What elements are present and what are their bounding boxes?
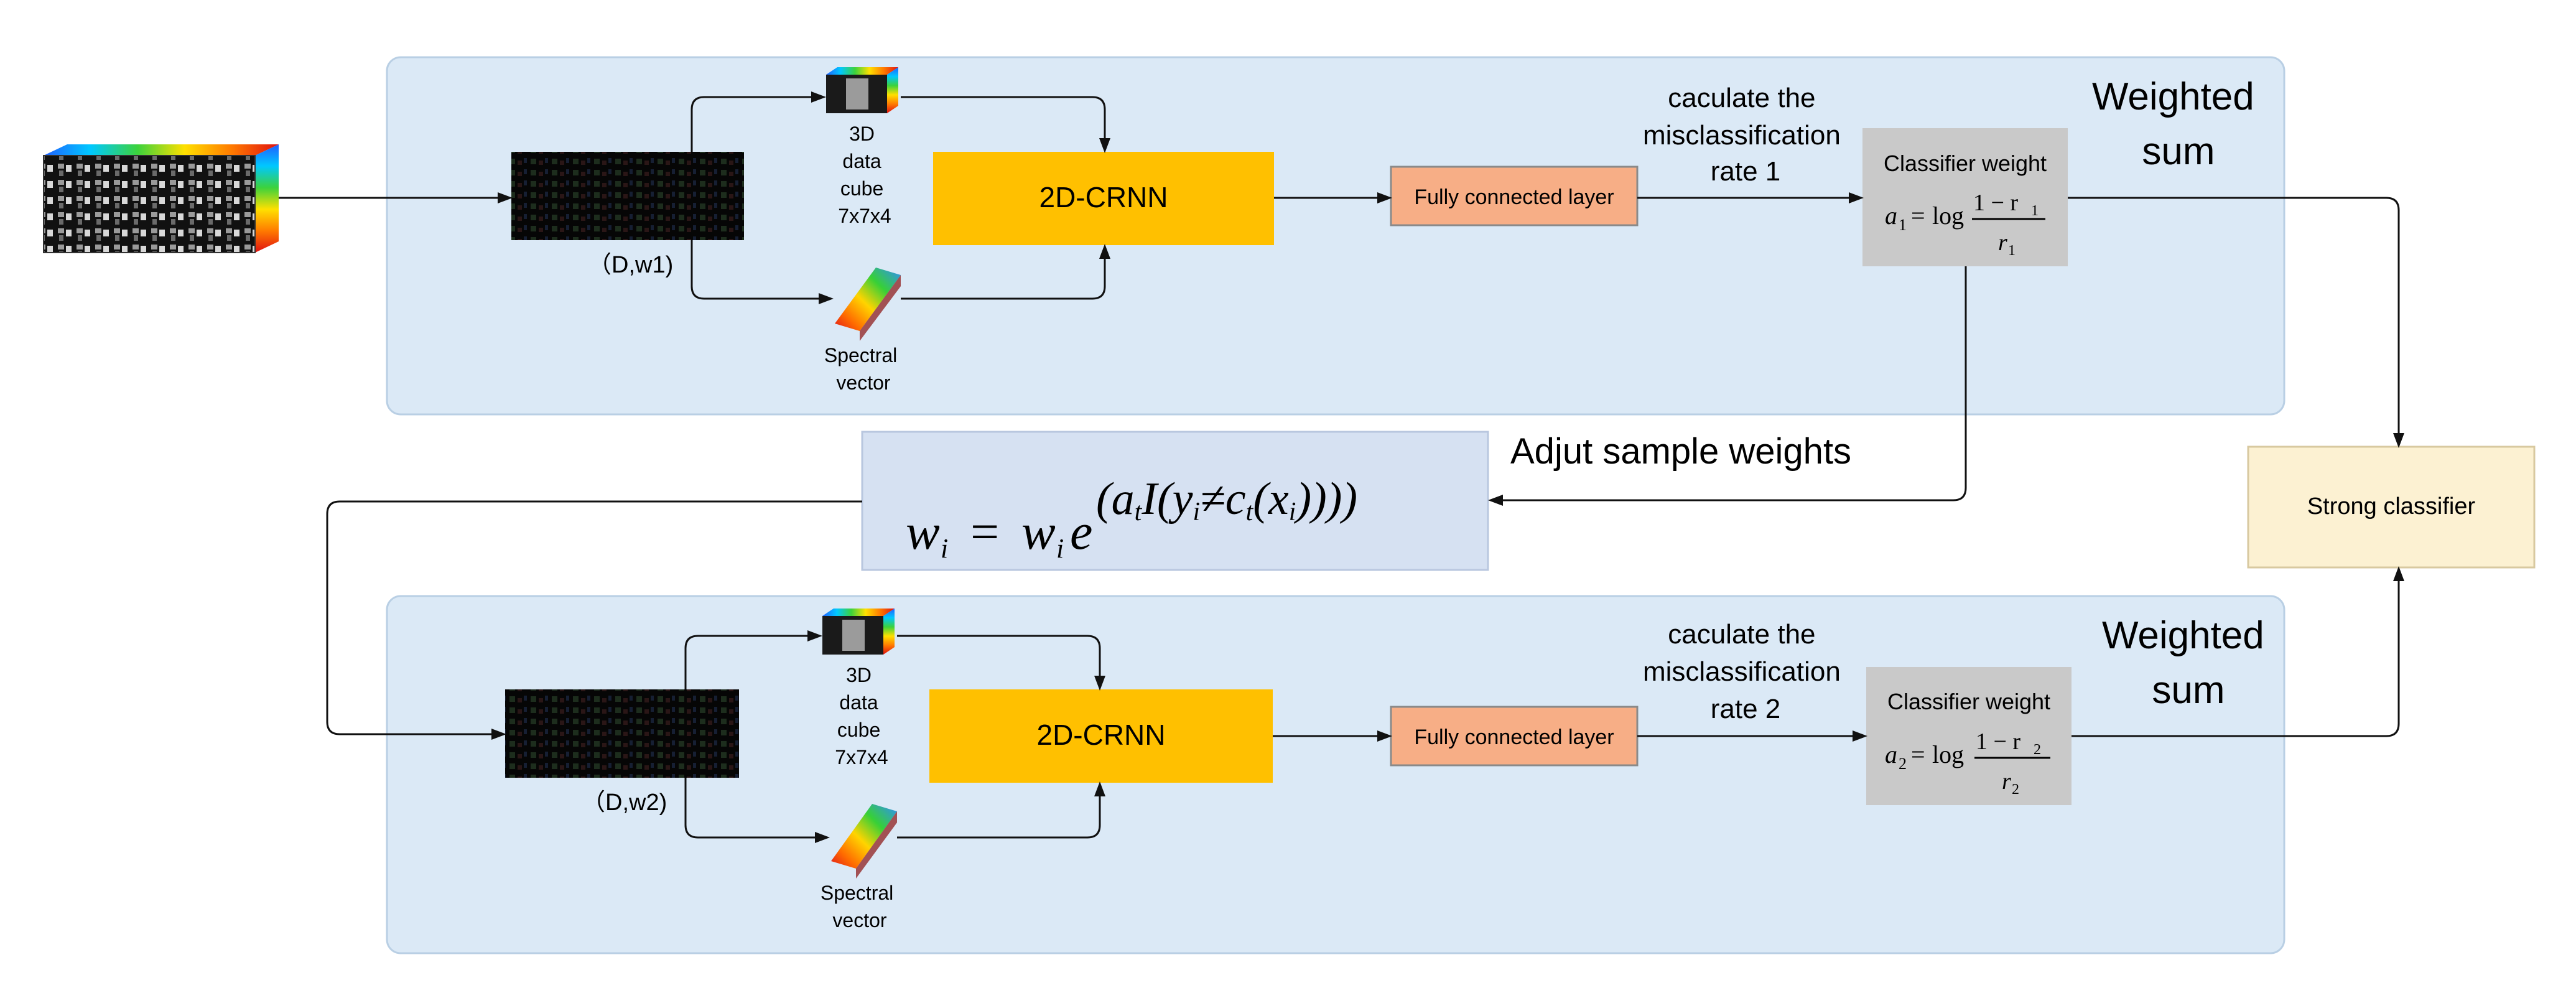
svg-text:(atI(yi≠ct(xi)))): (atI(yi≠ct(xi)))) (1096, 473, 1357, 526)
bottom-spectral-label: Spectral vector (821, 882, 899, 931)
top-weighted-sum-label: Weighted sum (2092, 75, 2265, 173)
strong-classifier-label: Strong classifier (2307, 493, 2476, 520)
bottom-dataset-label: （D,w2) (582, 790, 667, 816)
svg-text:a: a (1885, 740, 1897, 768)
top-dataset-image (511, 152, 744, 240)
svg-text:r: r (2002, 768, 2011, 795)
top-3d-cube-icon (826, 67, 898, 113)
svg-text:2: 2 (2012, 781, 2019, 798)
strong-classifier-box (2247, 445, 2536, 569)
svg-text:e: e (1070, 503, 1092, 560)
svg-text:1: 1 (2031, 203, 2039, 219)
bottom-crnn-label: 2D-CRNN (1037, 719, 1166, 751)
bottom-misclassification-label: caculate the misclassification rate 2 (1643, 619, 1848, 724)
bottom-dataset-image (505, 689, 739, 778)
svg-text:log: log (1932, 202, 1964, 230)
svg-text:=: = (970, 503, 999, 560)
bottom-fc-block (1390, 706, 1639, 767)
top-spectral-vector-icon (835, 268, 901, 341)
top-cube-label: 3D data cube 7x7x4 (838, 123, 891, 227)
top-classifier-title: Classifier weight (1884, 151, 2047, 176)
hyperspectral-cube-icon (43, 144, 279, 253)
svg-text:1 − r: 1 − r (1976, 729, 2020, 755)
bottom-fc-label: Fully connected layer (1414, 725, 1614, 749)
bottom-classifier-formula: a 2 = log 1 − r 2 r 2 (1885, 729, 2050, 798)
svg-text:i: i (1056, 533, 1064, 564)
top-connectors (279, 91, 2404, 506)
svg-text:1: 1 (1899, 216, 1907, 234)
top-crnn-block (933, 152, 1274, 245)
top-classifier-formula: a 1 = log 1 − r 1 r 1 (1885, 190, 2045, 259)
svg-text:w: w (1021, 503, 1056, 560)
svg-text:2: 2 (1899, 755, 1907, 773)
svg-text:1 − r: 1 − r (1973, 190, 2018, 216)
weight-update-formula: w i = w i e (atI(yi≠ct(xi)))) (906, 473, 1357, 564)
svg-text:2: 2 (2034, 742, 2041, 758)
svg-text:w: w (906, 503, 940, 560)
svg-text:log: log (1932, 740, 1964, 768)
bottom-weighted-sum-label: Weighted sum (2102, 614, 2275, 712)
top-crnn-label: 2D-CRNN (1039, 181, 1168, 213)
svg-text:1: 1 (2008, 243, 2016, 259)
top-spectral-label: Spectral vector (824, 344, 903, 394)
svg-text:=: = (1911, 740, 1925, 768)
bottom-connectors (326, 500, 2404, 843)
svg-text:i: i (941, 533, 948, 564)
bottom-classifier-weight-box (1866, 667, 2071, 805)
bottom-cube-label: 3D data cube 7x7x4 (835, 664, 888, 768)
top-classifier-weight-box (1862, 128, 2068, 266)
top-dataset-label: （D,w1) (588, 252, 673, 278)
bottom-crnn-block (929, 689, 1273, 783)
adjust-sample-weights-label: Adjut sample weights (1510, 431, 1851, 472)
top-fc-block (1390, 166, 1639, 226)
svg-text:a: a (1885, 202, 1897, 230)
svg-text:r: r (1998, 230, 2007, 256)
top-fc-label: Fully connected layer (1414, 185, 1614, 209)
bottom-spectral-vector-icon (831, 804, 897, 879)
bottom-3d-cube-icon (822, 609, 895, 655)
svg-text:=: = (1911, 202, 1925, 230)
top-misclassification-label: caculate the misclassification rate 1 (1643, 83, 1848, 187)
bottom-classifier-title: Classifier weight (1887, 689, 2050, 714)
